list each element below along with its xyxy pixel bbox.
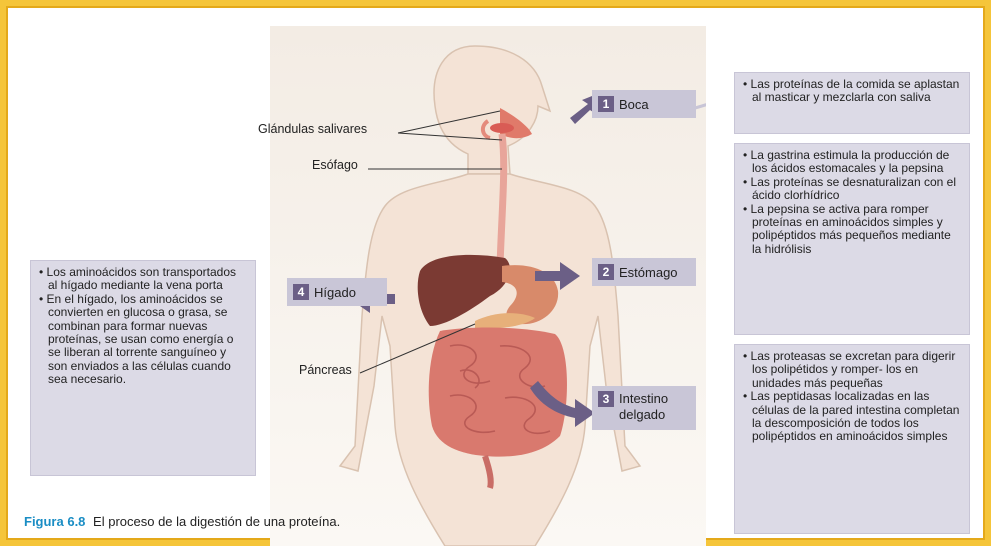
intestino-point-2: Las peptidasas localizadas en las célula… bbox=[743, 390, 961, 444]
step-intestino-delgado: 3 Intestino delgado bbox=[592, 386, 696, 430]
step-number-3: 3 bbox=[598, 391, 614, 407]
estomago-point-3: La pepsina se activa para romper proteín… bbox=[743, 203, 961, 257]
step-number-1: 1 bbox=[598, 96, 614, 112]
label-pancreas: Páncreas bbox=[299, 363, 352, 377]
step-label-boca: Boca bbox=[619, 97, 649, 112]
step-label-intestino: Intestino bbox=[619, 391, 668, 406]
estomago-point-2: Las proteínas se desnaturalizan con el á… bbox=[743, 176, 961, 203]
textbox-higado: Los aminoácidos son transportados al híg… bbox=[30, 260, 256, 476]
figure-caption: Figura 6.8 El proceso de la digestión de… bbox=[24, 514, 340, 529]
higado-point-2: En el hígado, los aminoácidos se convier… bbox=[39, 293, 247, 387]
step-label-higado: Hígado bbox=[314, 285, 356, 300]
step-label-estomago: Estómago bbox=[619, 265, 678, 280]
step-boca: 1 Boca bbox=[592, 90, 696, 118]
intestino-point-1: Las proteasas se excretan para digerir l… bbox=[743, 350, 961, 390]
textbox-estomago: La gastrina estimula la producción de lo… bbox=[734, 143, 970, 335]
step-higado: 4 Hígado bbox=[287, 278, 387, 306]
figure-frame: Glándulas salivares Esófago Páncreas 1 B… bbox=[6, 6, 985, 540]
step-label-delgado: delgado bbox=[619, 407, 665, 422]
textbox-intestino-delgado: Las proteasas se excretan para digerir l… bbox=[734, 344, 970, 534]
higado-point-1: Los aminoácidos son transportados al híg… bbox=[39, 266, 247, 293]
step-number-4: 4 bbox=[293, 284, 309, 300]
label-glandulas-salivares: Glándulas salivares bbox=[258, 122, 367, 136]
step-estomago: 2 Estómago bbox=[592, 258, 696, 286]
textbox-boca: Las proteínas de la comida se aplastan a… bbox=[734, 72, 970, 134]
boca-point-1: Las proteínas de la comida se aplastan a… bbox=[743, 78, 961, 105]
figure-caption-text: El proceso de la digestión de una proteí… bbox=[93, 514, 340, 529]
label-esofago: Esófago bbox=[312, 158, 358, 172]
step-number-2: 2 bbox=[598, 264, 614, 280]
estomago-point-1: La gastrina estimula la producción de lo… bbox=[743, 149, 961, 176]
figure-number: Figura 6.8 bbox=[24, 514, 85, 529]
